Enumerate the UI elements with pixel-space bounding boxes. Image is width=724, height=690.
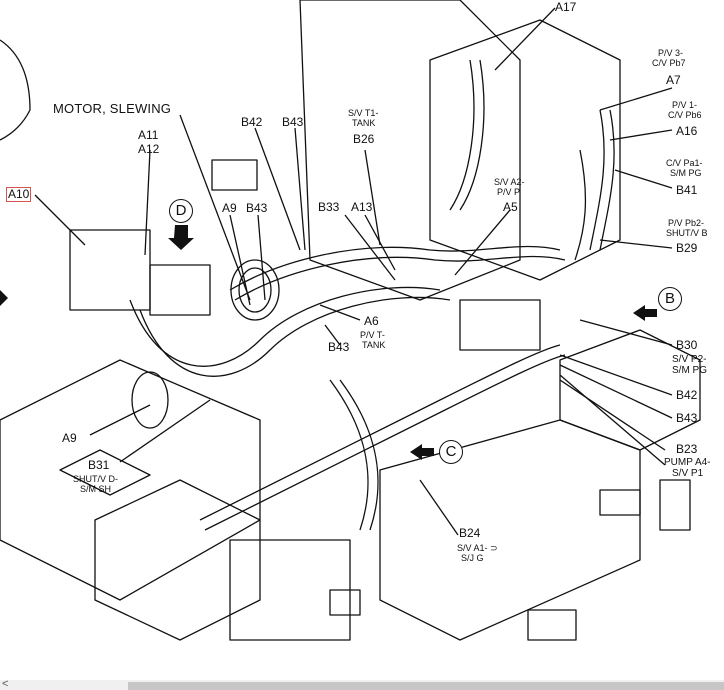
label-pumpa4: PUMP A4- bbox=[664, 457, 711, 468]
label-a10: A10 bbox=[6, 187, 32, 202]
label-b43-right: B43 bbox=[676, 411, 698, 425]
callout-d: D bbox=[169, 199, 193, 223]
label-cvpb7: C/V Pb7 bbox=[652, 58, 686, 68]
label-sva1: S/V A1- ⊃ bbox=[457, 543, 498, 553]
label-a9-bottom: A9 bbox=[62, 431, 77, 445]
label-a17: A17 bbox=[555, 0, 577, 14]
label-tank2: TANK bbox=[362, 340, 386, 350]
label-b29: B29 bbox=[676, 241, 698, 255]
label-a16: A16 bbox=[676, 124, 698, 138]
label-a6: A6 bbox=[364, 314, 379, 328]
label-a7: A7 bbox=[666, 73, 681, 87]
label-b43-mid: B43 bbox=[246, 201, 268, 215]
label-pv3: P/V 3- bbox=[658, 48, 684, 58]
label-pv1: P/V 1- bbox=[672, 100, 698, 110]
scroll-left-arrow-icon[interactable]: < bbox=[2, 678, 9, 690]
label-b30: B30 bbox=[676, 338, 698, 352]
label-motor-slewing: MOTOR, SLEWING bbox=[53, 101, 172, 116]
label-b33: B33 bbox=[318, 200, 340, 214]
scrollbar-thumb[interactable] bbox=[128, 682, 724, 690]
label-a11: A11 bbox=[138, 128, 159, 142]
label-svp1: S/V P1 bbox=[672, 468, 704, 479]
callout-b: B bbox=[658, 287, 682, 311]
label-shutvb: SHUT/V B bbox=[666, 228, 708, 238]
horizontal-scrollbar[interactable]: < bbox=[0, 678, 724, 690]
label-pvt: P/V T- bbox=[360, 330, 385, 340]
label-tank: TANK bbox=[352, 118, 376, 128]
label-b43-top: B43 bbox=[282, 115, 304, 129]
label-b24: B24 bbox=[459, 526, 481, 540]
label-shutvd: SHUT/V D- bbox=[73, 474, 118, 484]
label-svp2: S/V P2- bbox=[672, 354, 707, 365]
label-b41-top: B41 bbox=[676, 183, 698, 197]
label-cvpa1: C/V Pa1- bbox=[666, 158, 703, 168]
callout-c: C bbox=[439, 440, 463, 464]
label-b23: B23 bbox=[676, 442, 698, 456]
label-b43-low: B43 bbox=[328, 340, 350, 354]
label-b42-right: B42 bbox=[676, 388, 698, 402]
label-sjg: S/J G bbox=[461, 553, 484, 563]
label-b42-top: B42 bbox=[241, 115, 263, 129]
label-a12: A12 bbox=[138, 142, 160, 156]
label-a13: A13 bbox=[351, 200, 373, 214]
label-b31: B31 bbox=[88, 458, 110, 472]
label-sva2: S/V A2- bbox=[494, 177, 525, 187]
label-smsh: S/M SH bbox=[80, 484, 112, 494]
label-smpg2: S/M PG bbox=[672, 365, 708, 376]
label-cvpb6: C/V Pb6 bbox=[668, 110, 702, 120]
label-smpg: S/M PG bbox=[670, 168, 702, 178]
label-a9-top: A9 bbox=[222, 201, 237, 215]
label-pvp: P/V P bbox=[497, 187, 521, 197]
label-a5: A5 bbox=[503, 200, 518, 214]
label-svt1: S/V T1- bbox=[348, 108, 379, 118]
label-pvpb2: P/V Pb2- bbox=[668, 218, 705, 228]
label-b26: B26 bbox=[353, 132, 375, 146]
